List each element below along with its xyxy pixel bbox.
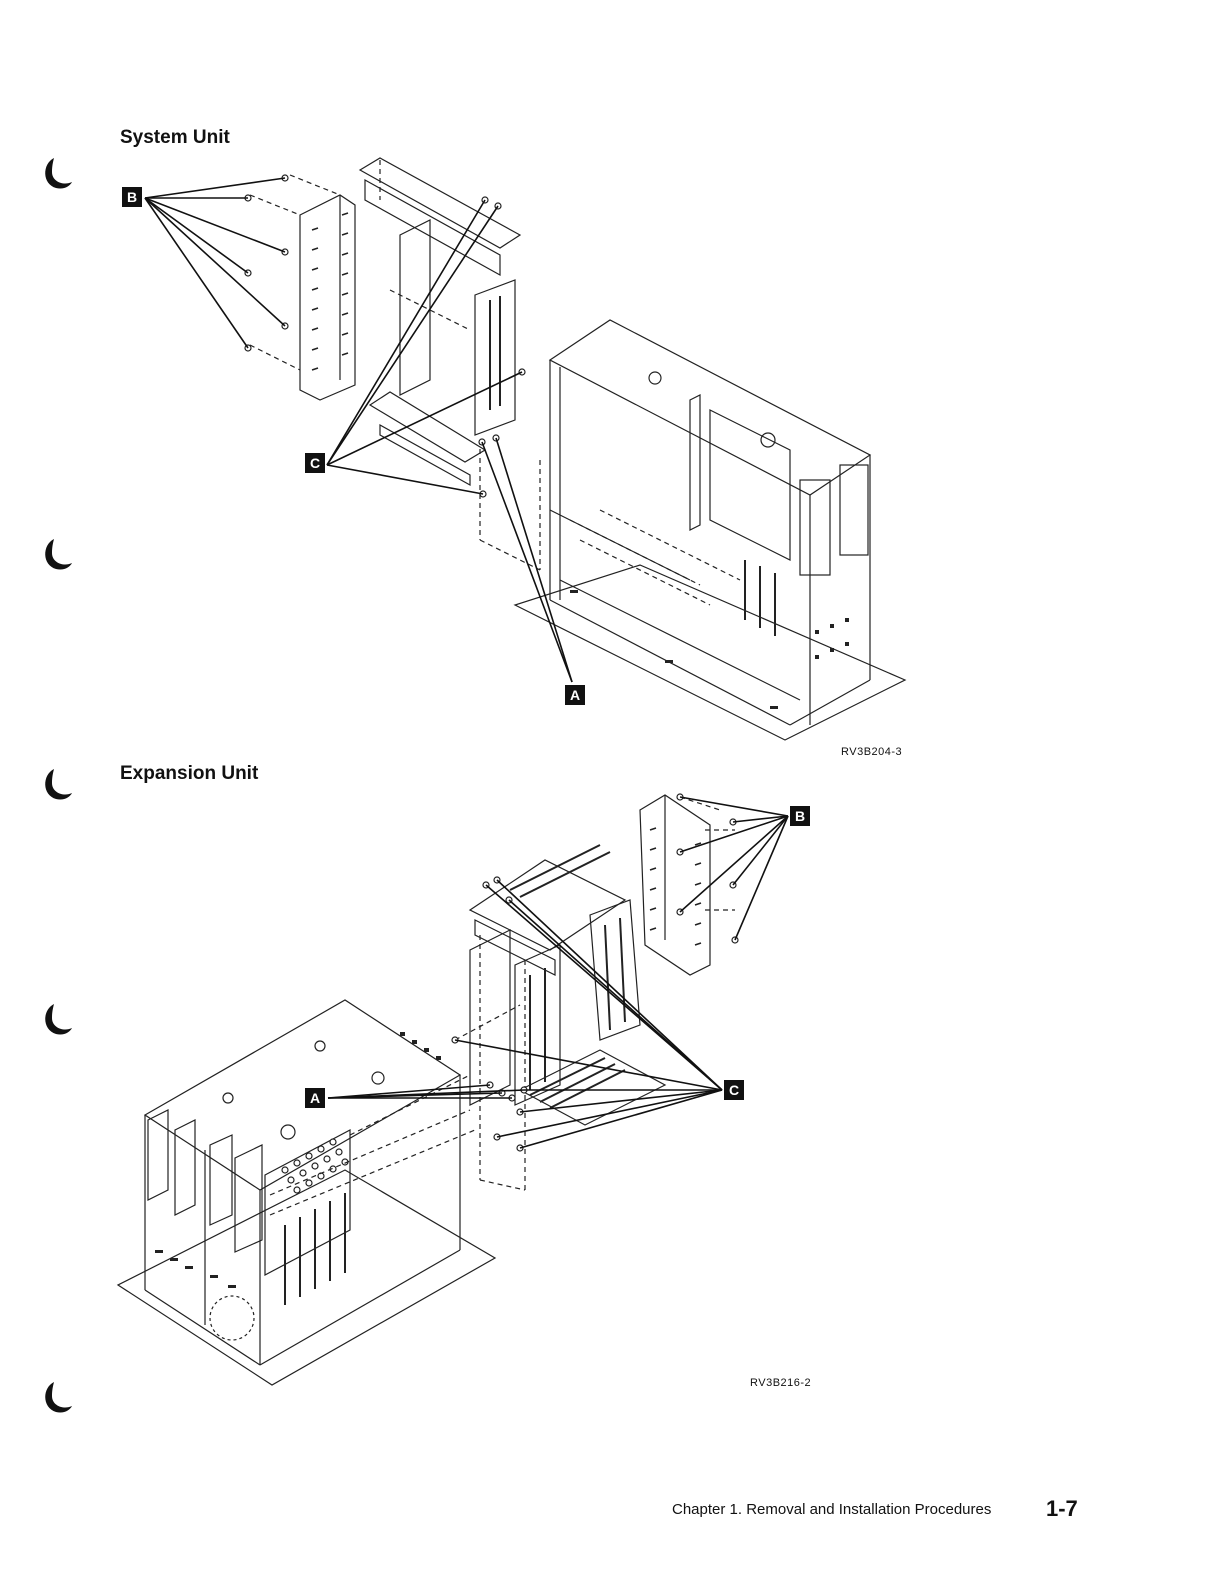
callout-a-expansion: A	[305, 1088, 325, 1108]
system-cabinet	[550, 320, 870, 725]
callout-b: B	[122, 187, 142, 207]
figure-id-expansion-unit: RV3B216-2	[750, 1377, 811, 1389]
footer-chapter-title: Chapter 1. Removal and Installation Proc…	[672, 1501, 991, 1518]
figure-id-system-unit: RV3B204-3	[841, 746, 902, 758]
callout-c: C	[305, 453, 325, 473]
svg-text:B: B	[127, 189, 137, 205]
callout-a: A	[565, 685, 585, 705]
expansion-card-cage	[455, 845, 665, 1190]
svg-text:C: C	[310, 455, 320, 471]
leader-lines-c-expansion	[455, 880, 722, 1148]
base-plate-expansion	[118, 1170, 495, 1385]
card-cage	[250, 158, 540, 570]
svg-text:C: C	[729, 1082, 739, 1098]
svg-text:A: A	[570, 687, 580, 703]
leader-lines-b	[145, 178, 285, 348]
svg-text:A: A	[310, 1090, 320, 1106]
leader-lines-b-expansion	[680, 797, 788, 940]
expansion-screws	[452, 794, 738, 1151]
page-number: 1-7	[1046, 1496, 1078, 1522]
leader-lines-a-expansion	[328, 1085, 524, 1098]
svg-text:B: B	[795, 808, 805, 824]
callout-b-expansion: B	[790, 806, 810, 826]
system-unit-exploded-diagram: B C A	[0, 0, 1226, 760]
expansion-rear-panel	[640, 795, 735, 975]
callout-c-expansion: C	[724, 1080, 744, 1100]
binder-mark	[36, 1000, 76, 1040]
leader-lines-a	[482, 438, 572, 682]
rear-panel	[300, 195, 355, 400]
binder-mark	[36, 1378, 76, 1418]
section-heading-expansion-unit: Expansion Unit	[120, 763, 258, 785]
expansion-cabinet	[145, 1000, 475, 1365]
binder-mark	[36, 765, 76, 805]
